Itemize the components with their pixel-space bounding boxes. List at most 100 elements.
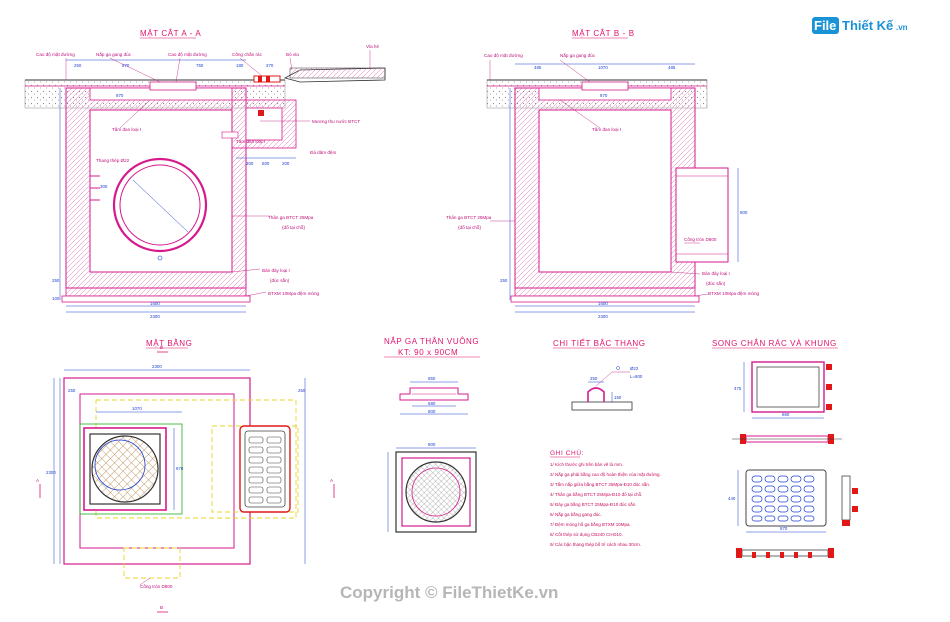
section-bb-label-9: BTXM 10Mpa đệm móng	[708, 291, 760, 296]
section-bb-dim-8: 2300	[598, 314, 608, 319]
section-aa-dim-3: 750	[196, 63, 204, 68]
section-bb-dim-6: 1600	[598, 301, 608, 306]
section-bb-label-8: (đúc sẵn)	[706, 280, 726, 286]
section-aa-dim-6: 870	[116, 93, 124, 98]
cover-detail: NẮP GA THÂN VUÔNG KT: 90 x 90CM 850 580 …	[384, 337, 480, 533]
section-bb-dim-3: 485	[668, 65, 676, 70]
plan-label-2: A	[36, 478, 40, 483]
plan-label-4: B	[160, 345, 163, 350]
notes-block: GHI CHÚ: 1/ Kích thước ghi trên bản vẽ l…	[550, 448, 661, 547]
cover-dim-1: 850	[428, 376, 436, 381]
grate-dim-1: 475	[734, 386, 742, 391]
step-dim-1: 250	[590, 376, 598, 381]
section-aa-label-16: BTXM 10Mpa đệm móng	[268, 291, 320, 296]
note-item-1: 1/ Kích thước ghi trên bản vẽ là mm.	[550, 462, 623, 467]
section-bb-label-5: (đổ tại chỗ)	[458, 224, 481, 230]
brand-part1: File	[814, 18, 836, 33]
section-aa-label-14: Bản đáy loại I	[262, 268, 290, 273]
brand-logo: File Thiết Kế .vn	[812, 17, 908, 34]
section-aa-label-8: Mương thu nước BTCT	[312, 119, 360, 124]
section-bb-dim-5: 800	[740, 210, 748, 215]
note-item-7: 7/ Đệm móng hố ga bằng BTXM 10Mpa.	[550, 521, 631, 527]
plan-view: MẶT BẰNG	[36, 339, 335, 613]
section-aa-dim-10: 250	[52, 278, 60, 283]
section-bb-cover	[581, 81, 629, 91]
section-bb-label-1: Cao độ mặt đường	[484, 53, 523, 58]
section-aa-label-7: Tấm đan loại I	[112, 127, 141, 132]
plan-label-3: A	[330, 478, 334, 483]
section-aa-cover	[149, 81, 197, 91]
plan-dim-3: 2300	[46, 470, 56, 475]
grate-side-section	[841, 475, 851, 521]
section-aa-dim-4: 180	[236, 63, 244, 68]
brand-part3: .vn	[896, 23, 908, 32]
plan-dim-2: 1070	[132, 406, 142, 411]
section-aa-label-11: Thang thép Ø22	[96, 158, 130, 163]
note-item-3: 3/ Tấm nắp giữa bằng BTCT 25Mpa-Đ10 đúc …	[550, 481, 650, 487]
section-aa-pipe	[112, 157, 208, 253]
brand-badge	[812, 17, 839, 34]
section-bb-chamber	[538, 109, 672, 273]
section-aa-label-6: Vỉa hè	[366, 43, 379, 49]
section-aa-dim-5: 370	[266, 63, 274, 68]
section-aa: MẶT CẮT A - A	[24, 29, 386, 319]
cover-plan-disc	[405, 461, 467, 523]
step-rung	[587, 387, 605, 402]
plan-grate-slots	[248, 436, 282, 504]
section-aa-label-4: Cống chắn rác	[232, 51, 263, 57]
section-aa-label-9: Tấm đan loại I	[236, 139, 265, 144]
brand-part2: Thiết Kế	[842, 18, 894, 33]
section-bb-pipe	[675, 167, 729, 263]
note-item-6: 6/ Nắp ga bằng gang đúc.	[550, 511, 602, 517]
copyright-watermark: Copyright © FileThietKe.vn	[340, 583, 558, 602]
section-bb-dim-7: 250	[500, 278, 508, 283]
plan-dim-4: 870	[176, 466, 184, 471]
step-wall	[571, 401, 633, 411]
grate-dim-4: 870	[780, 526, 788, 531]
section-aa-label-5: Bó vỉa	[286, 51, 299, 57]
note-item-4: 4/ Thân ga bằng BTCT 25Mpa-Đ10 đổ tại ch…	[550, 491, 642, 497]
section-aa-label-2: Nắp ga gang đúc	[96, 51, 132, 57]
section-aa-dim-7: 300	[246, 161, 254, 166]
section-bb-title: MẶT CẮT B - B	[572, 29, 635, 38]
grate-dim-2: 860	[782, 412, 790, 417]
section-aa-dim-14: 2300	[150, 314, 160, 319]
plan-outlet-pipe	[123, 547, 181, 579]
plan-dim-5: 250	[68, 388, 76, 393]
section-bb: MẶT CẮT B - B Cao	[446, 29, 760, 319]
cover-dim-2: 580	[428, 401, 436, 406]
plan-dim-6: 250	[298, 388, 306, 393]
section-aa-label-10: Đá dăm đệm	[310, 150, 336, 155]
step-diameter: Ø22	[630, 366, 639, 371]
section-bb-label-4: Thân ga BTCT 25Mpa	[446, 215, 492, 220]
section-aa-label-12: Thân ga BTCT 25Mpa	[268, 215, 314, 220]
section-bb-label-7: Bản đáy loại I	[702, 271, 730, 276]
section-aa-chamber	[89, 109, 233, 273]
grate-plan-slots	[751, 475, 815, 522]
plan-dim-1: 2300	[152, 364, 162, 369]
note-item-9: 9/ Các bậc thang thép bố trí cách nhau 3…	[550, 542, 641, 547]
section-aa-dim-13: 1600	[150, 301, 160, 306]
note-item-5: 5/ Đáy ga bằng BTCT 25Mpa-Đ10 đúc sẵn.	[550, 501, 636, 507]
note-item-2: 2/ Nắp ga phải bằng cao độ hoàn thiện củ…	[550, 471, 661, 477]
cover-dim-3: 800	[428, 409, 436, 414]
grate-title: SONG CHẮN RÁC VÀ KHUNG	[712, 339, 837, 348]
section-aa-dim-9: 200	[282, 161, 290, 166]
section-aa-dim-11: 300	[100, 184, 108, 189]
step-detail: CHI TIẾT BẬC THANG Ø22 L=800 250 150	[553, 338, 645, 411]
plan-label-5: B	[160, 605, 163, 610]
section-bb-dim-4: 870	[600, 93, 608, 98]
cover-subtitle: KT: 90 x 90CM	[398, 348, 458, 357]
section-aa-dim-1: 250	[74, 63, 82, 68]
section-aa-label-1: Cao độ mặt đường	[36, 52, 75, 57]
section-bb-dim-2: 1070	[598, 65, 608, 70]
note-item-8: 8/ Cốt thép sử dụng CB240 CII-Đ10.	[550, 531, 623, 537]
section-bb-base-slab	[514, 287, 696, 297]
section-aa-dim-8: 600	[262, 161, 270, 166]
section-bb-dim-1: 485	[534, 65, 542, 70]
section-bb-label-6: Cống tròn D800	[684, 237, 717, 242]
cover-dim-4: 800	[428, 442, 436, 447]
section-aa-dim-12: 100	[52, 296, 60, 301]
